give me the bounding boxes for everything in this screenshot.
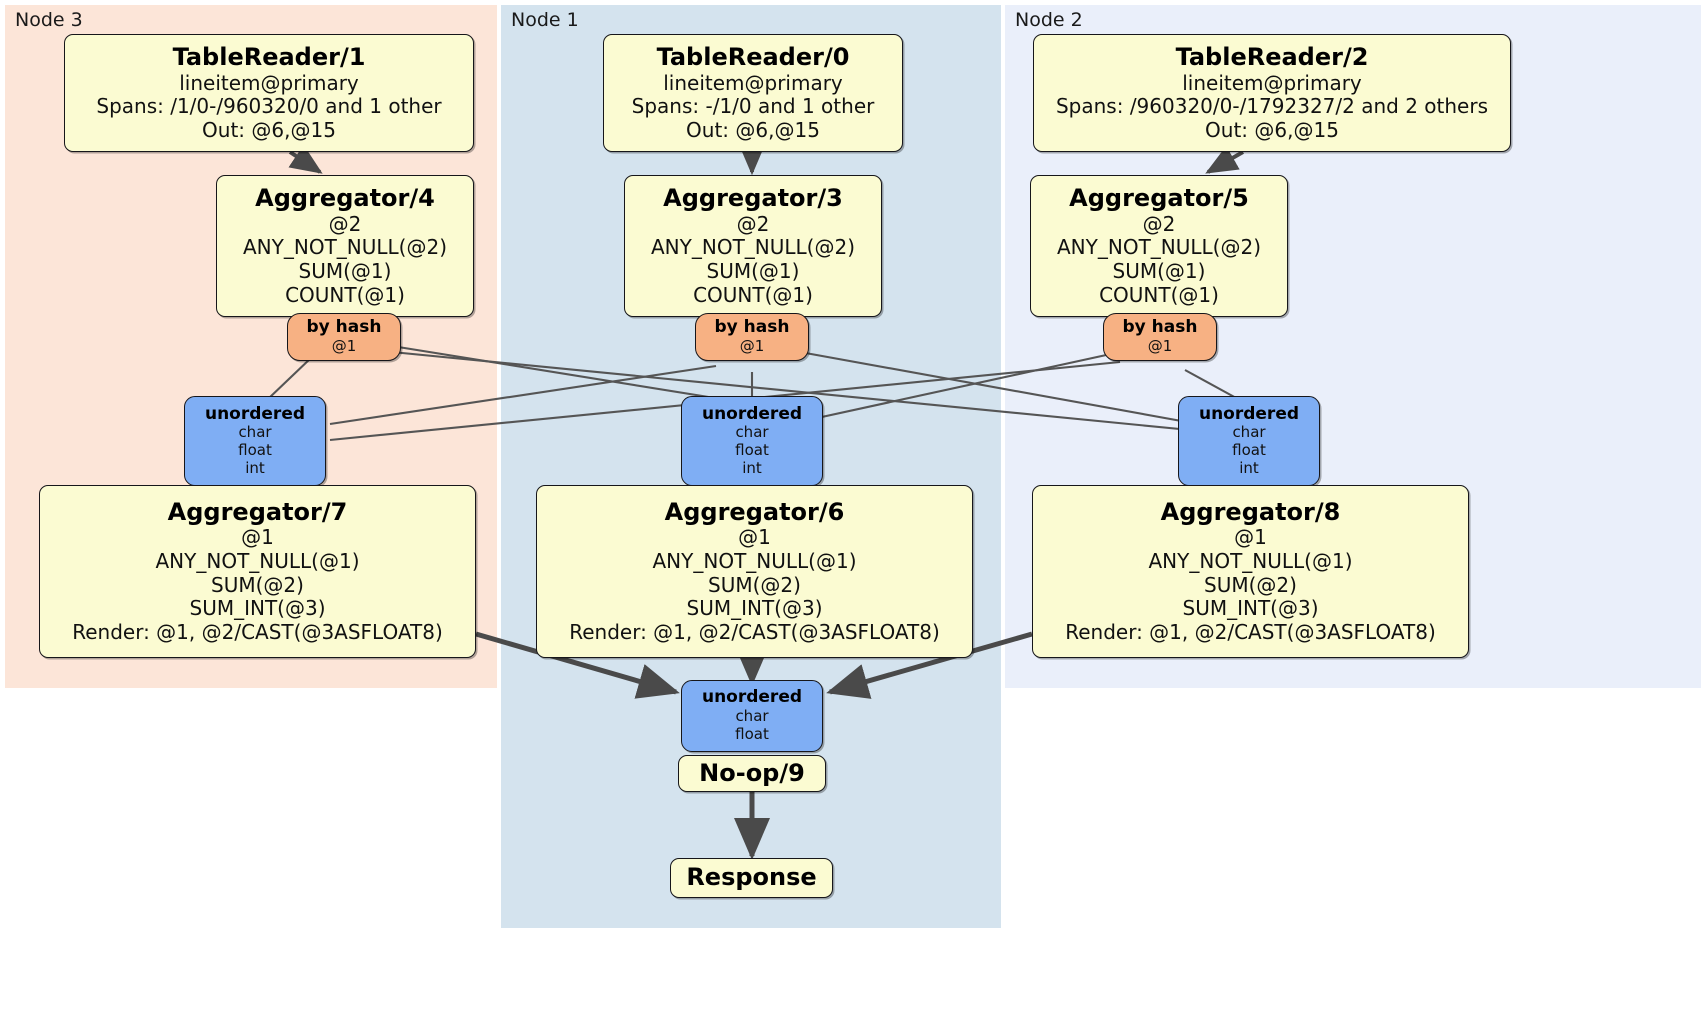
sync-line: int — [245, 458, 265, 477]
node-line: Spans: /960320/0-/1792327/2 and 2 others — [1055, 94, 1488, 119]
node-aggregator-3[interactable]: Aggregator/3 @2 ANY_NOT_NULL(@2) SUM(@1)… — [624, 175, 882, 317]
node-title: Aggregator/7 — [167, 497, 348, 526]
synchronizer-unordered-node-1[interactable]: unordered char float int — [681, 396, 823, 486]
router-title: by hash — [714, 317, 790, 338]
node-title: No-op/9 — [699, 758, 805, 787]
node-line: COUNT(@1) — [693, 282, 813, 307]
node-line: ANY_NOT_NULL(@1) — [652, 549, 857, 574]
sync-line: char — [1232, 423, 1266, 442]
sync-line: float — [238, 441, 272, 460]
node-line: SUM(@1) — [298, 258, 392, 283]
node-response[interactable]: Response — [670, 858, 833, 898]
sync-line: char — [735, 707, 769, 726]
router-title: by hash — [1122, 317, 1198, 338]
node-aggregator-4[interactable]: Aggregator/4 @2 ANY_NOT_NULL(@2) SUM(@1)… — [216, 175, 474, 317]
router-line: @1 — [331, 337, 357, 356]
node-aggregator-5[interactable]: Aggregator/5 @2 ANY_NOT_NULL(@2) SUM(@1)… — [1030, 175, 1288, 317]
node-title: TableReader/1 — [172, 42, 366, 71]
node-line: lineitem@primary — [179, 70, 359, 95]
panel-node-2-label: Node 2 — [1015, 9, 1083, 31]
sync-title: unordered — [701, 687, 803, 708]
node-title: Aggregator/5 — [1069, 183, 1249, 212]
sync-line: int — [742, 458, 762, 477]
node-line: SUM(@2) — [1204, 572, 1297, 597]
sync-line: char — [238, 423, 272, 442]
node-line: SUM_INT(@3) — [189, 596, 326, 621]
node-line: @1 — [241, 525, 274, 550]
node-title: Aggregator/6 — [664, 497, 845, 526]
node-aggregator-6[interactable]: Aggregator/6 @1 ANY_NOT_NULL(@1) SUM(@2)… — [536, 485, 973, 658]
node-title: Aggregator/8 — [1160, 497, 1341, 526]
router-by-hash-node-1[interactable]: by hash @1 — [695, 313, 809, 361]
node-line: SUM(@2) — [211, 572, 304, 597]
sync-title: unordered — [1198, 403, 1300, 424]
node-line: lineitem@primary — [1182, 70, 1362, 95]
sync-line: float — [735, 441, 769, 460]
node-line: @2 — [1142, 211, 1176, 236]
node-line: SUM(@1) — [706, 258, 800, 283]
node-aggregator-8[interactable]: Aggregator/8 @1 ANY_NOT_NULL(@1) SUM(@2)… — [1032, 485, 1469, 658]
panel-node-1-label: Node 1 — [511, 9, 579, 31]
node-line: Spans: -/1/0 and 1 other — [631, 94, 875, 119]
sync-line: float — [735, 724, 769, 743]
node-line: ANY_NOT_NULL(@1) — [1148, 549, 1353, 574]
node-line: COUNT(@1) — [1099, 282, 1219, 307]
node-line: Spans: /1/0-/960320/0 and 1 other — [96, 94, 442, 119]
sync-line: char — [735, 423, 769, 442]
sync-line: int — [1239, 458, 1259, 477]
node-tablereader-1[interactable]: TableReader/1 lineitem@primary Spans: /1… — [64, 34, 474, 152]
router-by-hash-node-3[interactable]: by hash @1 — [287, 313, 401, 361]
synchronizer-unordered-final[interactable]: unordered char float — [681, 680, 823, 752]
node-line: @1 — [738, 525, 771, 550]
node-line: Render: @1, @2/CAST(@3ASFLOAT8) — [1065, 619, 1436, 644]
router-by-hash-node-2[interactable]: by hash @1 — [1103, 313, 1217, 361]
node-line: Out: @6,@15 — [686, 117, 820, 142]
node-line: ANY_NOT_NULL(@1) — [155, 549, 360, 574]
node-line: SUM(@2) — [708, 572, 801, 597]
node-line: ANY_NOT_NULL(@2) — [243, 235, 447, 260]
node-title: TableReader/2 — [1175, 42, 1369, 71]
node-line: Render: @1, @2/CAST(@3ASFLOAT8) — [569, 619, 940, 644]
node-line: ANY_NOT_NULL(@2) — [651, 235, 855, 260]
node-tablereader-0[interactable]: TableReader/0 lineitem@primary Spans: -/… — [603, 34, 903, 152]
panel-node-3-label: Node 3 — [15, 9, 83, 31]
sync-line: float — [1232, 441, 1266, 460]
synchronizer-unordered-node-3[interactable]: unordered char float int — [184, 396, 326, 486]
node-line: Out: @6,@15 — [202, 117, 336, 142]
node-line: COUNT(@1) — [285, 282, 405, 307]
node-line: Render: @1, @2/CAST(@3ASFLOAT8) — [72, 619, 443, 644]
node-line: ANY_NOT_NULL(@2) — [1057, 235, 1261, 260]
node-title: Aggregator/3 — [663, 183, 843, 212]
node-line: @1 — [1234, 525, 1267, 550]
synchronizer-unordered-node-2[interactable]: unordered char float int — [1178, 396, 1320, 486]
node-title: Response — [686, 863, 817, 892]
sync-title: unordered — [701, 403, 803, 424]
node-line: @2 — [328, 211, 362, 236]
node-line: SUM_INT(@3) — [686, 596, 823, 621]
node-title: TableReader/0 — [656, 42, 850, 71]
node-line: lineitem@primary — [663, 70, 843, 95]
node-aggregator-7[interactable]: Aggregator/7 @1 ANY_NOT_NULL(@1) SUM(@2)… — [39, 485, 476, 658]
router-title: by hash — [306, 317, 382, 338]
node-line: SUM(@1) — [1112, 258, 1206, 283]
sync-title: unordered — [204, 403, 306, 424]
router-line: @1 — [1147, 337, 1173, 356]
node-no-op-9[interactable]: No-op/9 — [678, 755, 826, 792]
router-line: @1 — [739, 337, 765, 356]
node-line: Out: @6,@15 — [1205, 117, 1339, 142]
node-line: @2 — [736, 211, 770, 236]
node-title: Aggregator/4 — [255, 183, 435, 212]
node-line: SUM_INT(@3) — [1182, 596, 1319, 621]
node-tablereader-2[interactable]: TableReader/2 lineitem@primary Spans: /9… — [1033, 34, 1511, 152]
